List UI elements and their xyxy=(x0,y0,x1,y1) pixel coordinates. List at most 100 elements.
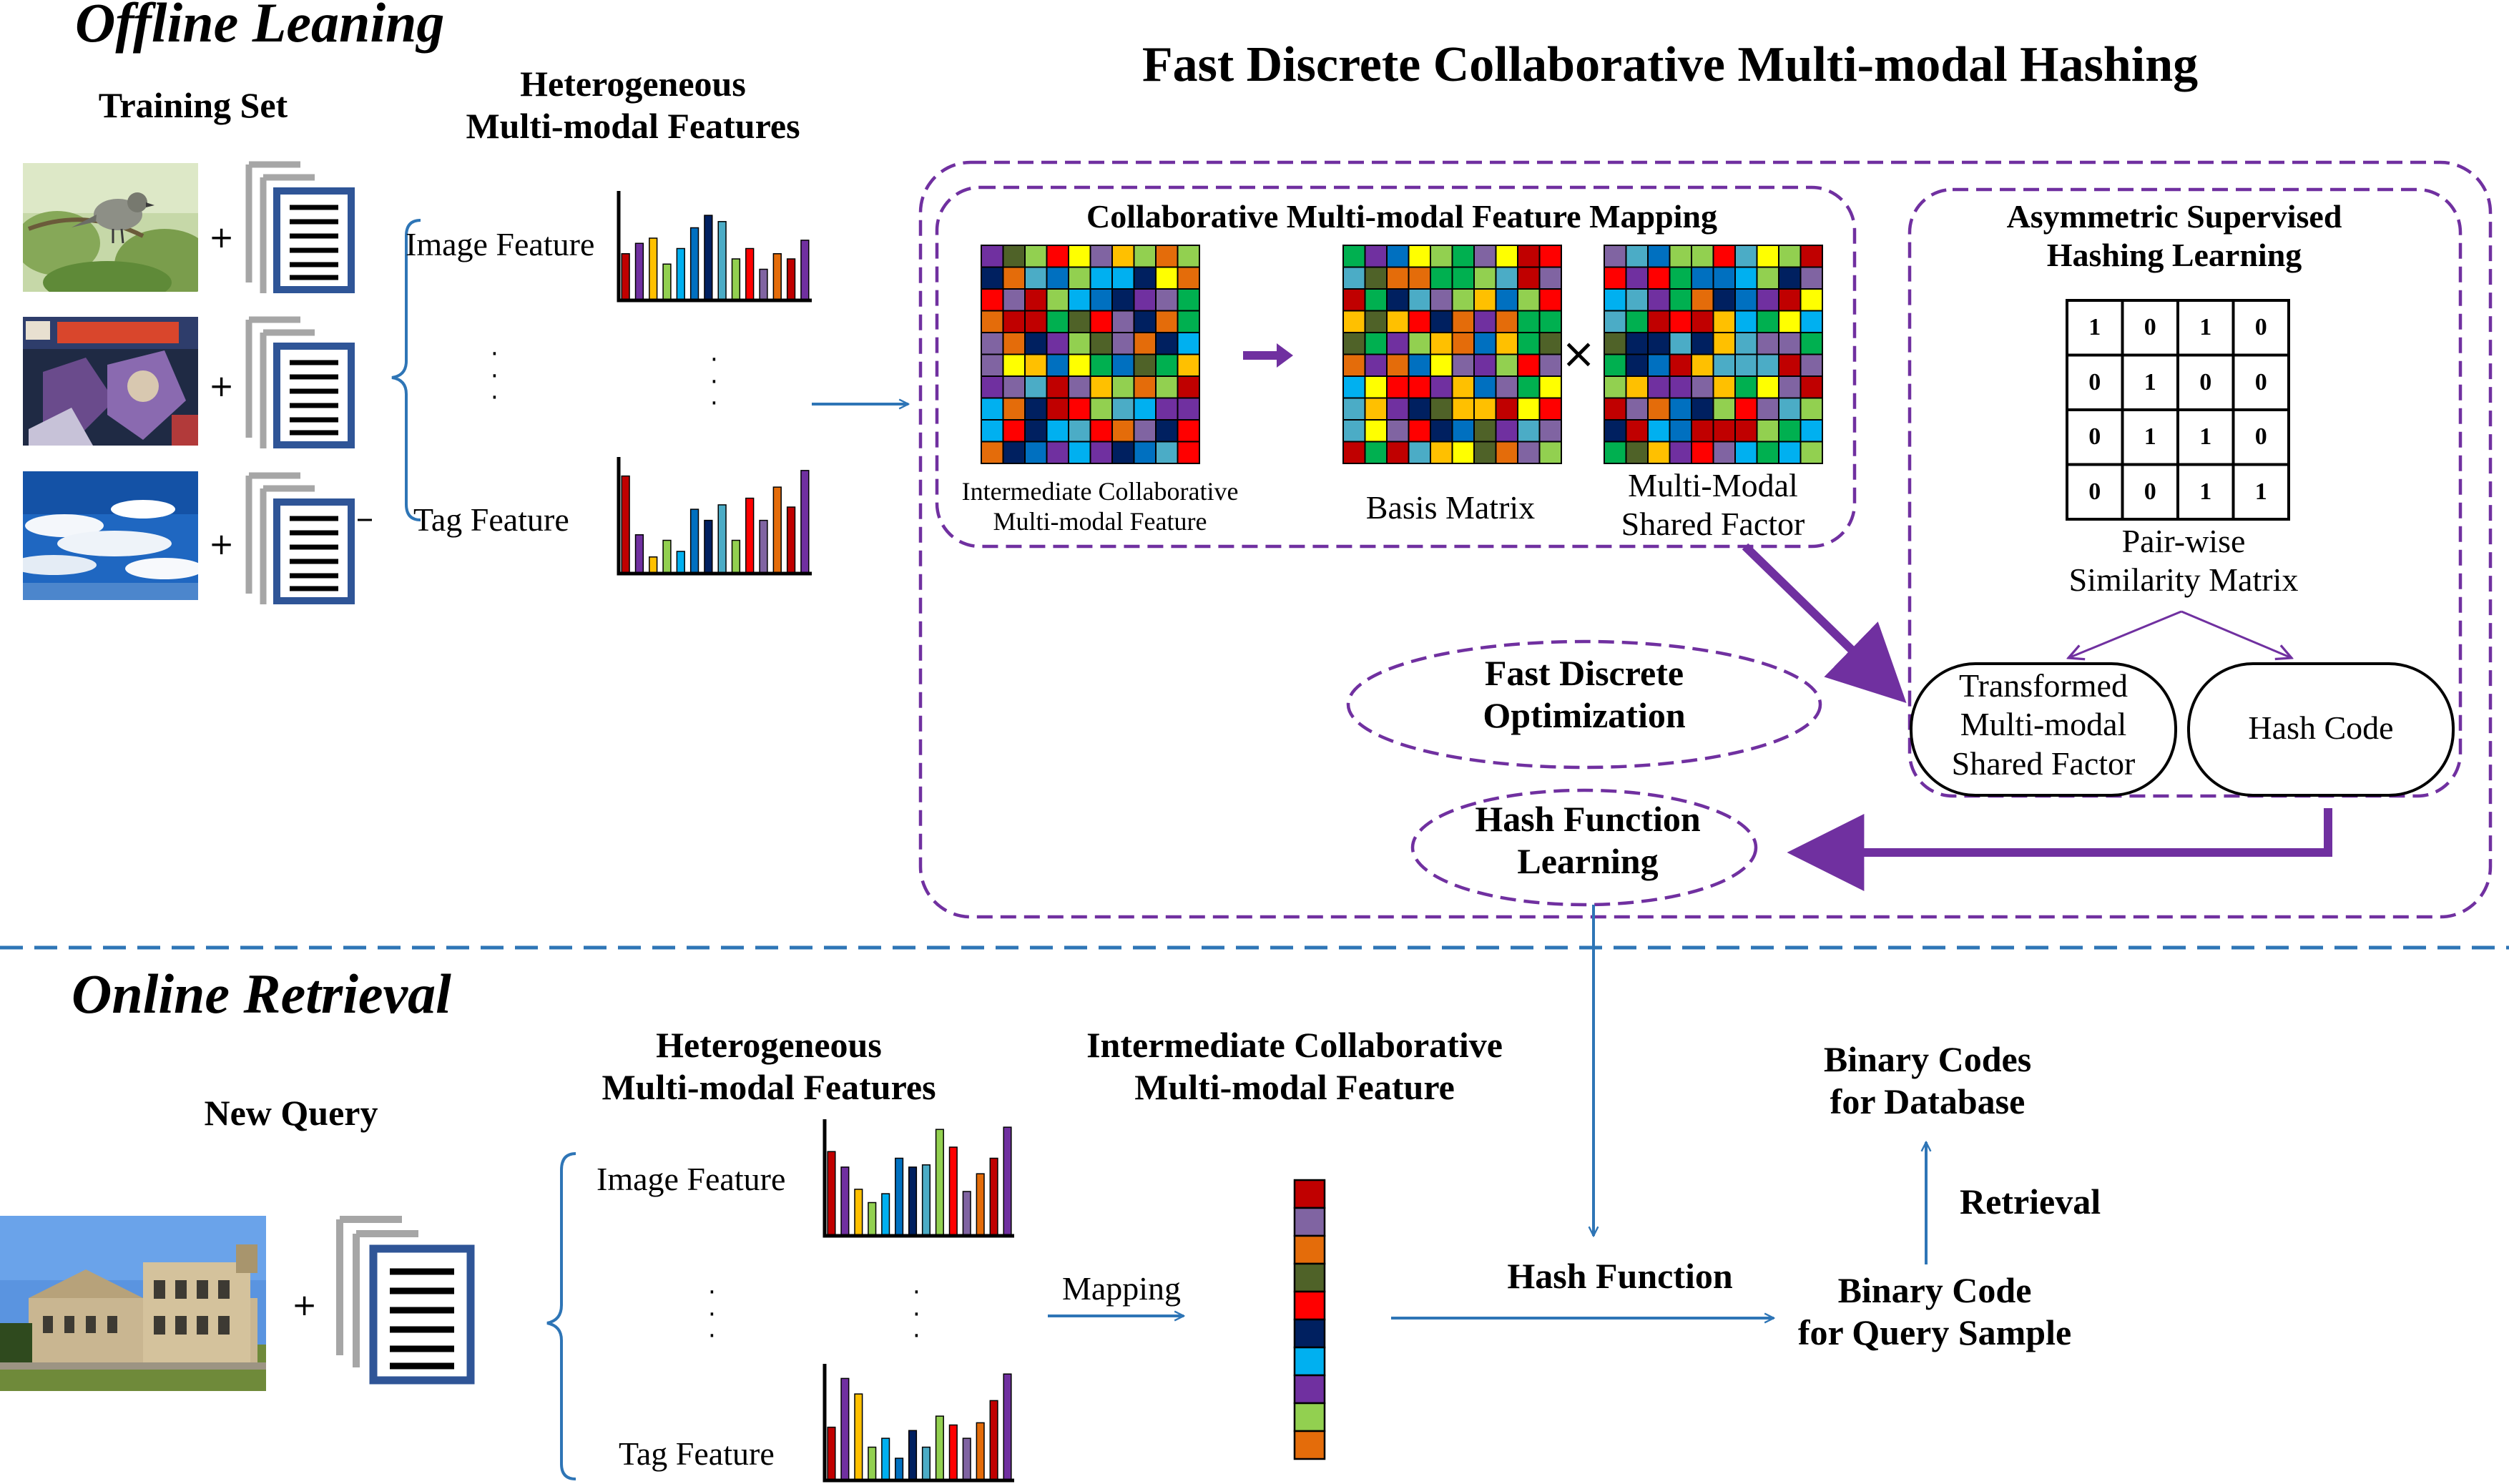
intermediate-feature-label: Intermediate Collaborative Multi-modal F… xyxy=(961,477,1239,536)
vector-cell xyxy=(1293,1430,1326,1460)
similarity-value: 0 xyxy=(2144,314,2156,340)
feature-bar xyxy=(731,539,741,574)
matrix-cell xyxy=(1408,419,1431,443)
matrix-cell xyxy=(1712,375,1736,399)
matrix-cell xyxy=(1089,397,1113,421)
matrix-cell xyxy=(1342,310,1366,333)
matrix-cell xyxy=(981,441,1004,464)
matrix-cell xyxy=(1625,245,1649,268)
matrix-cell xyxy=(1712,441,1736,464)
matrix-cell xyxy=(1538,353,1562,377)
similarity-value: 1 xyxy=(2254,478,2267,505)
matrix-cell xyxy=(1778,441,1802,464)
matrix-cell xyxy=(1024,353,1048,377)
feature-bar xyxy=(662,263,672,301)
matrix-cell xyxy=(1734,310,1758,333)
hash-function-learning-ellipse xyxy=(1410,788,1758,907)
matrix-cell xyxy=(1342,375,1366,399)
matrix-cell xyxy=(1177,332,1200,355)
matrix-cell xyxy=(1068,310,1091,333)
matrix-cell xyxy=(1647,375,1671,399)
matrix-cell xyxy=(1538,310,1562,333)
matrix-cell xyxy=(1133,353,1157,377)
text-document-icon xyxy=(336,1216,475,1385)
matrix-cell xyxy=(981,332,1004,355)
matrix-cell xyxy=(1002,310,1026,333)
feature-bar xyxy=(621,475,630,574)
matrix-cell xyxy=(1756,353,1779,377)
matrix-cell xyxy=(1756,266,1779,290)
chart-axis xyxy=(823,1364,1014,1483)
matrix-cell xyxy=(1625,266,1649,290)
matrix-cell xyxy=(1625,288,1649,312)
matrix-cell xyxy=(1691,375,1714,399)
similarity-value: 0 xyxy=(2144,478,2156,505)
new-query-label: New Query xyxy=(204,1093,378,1133)
feature-bar xyxy=(935,1129,944,1237)
matrix-cell xyxy=(1625,441,1649,464)
matrix-cell xyxy=(1342,332,1366,355)
matrix-cell xyxy=(1089,310,1113,333)
vector-cell xyxy=(1293,1346,1326,1377)
matrix-cell xyxy=(1517,310,1541,333)
matrix-cell xyxy=(1756,245,1779,268)
matrix-cell xyxy=(1647,245,1671,268)
matrix-cell xyxy=(1473,375,1497,399)
matrix-cell xyxy=(981,353,1004,377)
matrix-cell xyxy=(1647,441,1671,464)
matrix-cell xyxy=(1364,266,1388,290)
matrix-cell xyxy=(1002,419,1026,443)
matrix-cell xyxy=(1517,332,1541,355)
matrix-cell xyxy=(1024,332,1048,355)
chart-axis xyxy=(617,457,812,576)
matrix-cell xyxy=(1517,375,1541,399)
feature-bar xyxy=(704,215,713,301)
feature-bar xyxy=(634,534,644,574)
matrix-cell xyxy=(1604,245,1627,268)
feature-bar xyxy=(649,237,658,301)
matrix-cell xyxy=(1386,245,1410,268)
matrix-cell xyxy=(1473,332,1497,355)
matrix-cell xyxy=(1473,245,1497,268)
feature-bar xyxy=(840,1377,850,1481)
online-section-label: Online Retrieval xyxy=(72,963,451,1025)
matrix-cell xyxy=(1778,375,1802,399)
similarity-value: 0 xyxy=(2254,368,2267,395)
matrix-cell xyxy=(1778,353,1802,377)
training-set-label: Training Set xyxy=(98,85,288,125)
matrix-cell xyxy=(1517,266,1541,290)
matrix-cell xyxy=(1430,419,1453,443)
matrix-cell xyxy=(1430,310,1453,333)
matrix-cell xyxy=(981,310,1004,333)
matrix-cell xyxy=(1691,419,1714,443)
feature-bar xyxy=(800,240,810,301)
matrix-cell xyxy=(1133,266,1157,290)
matrix-cell xyxy=(1691,266,1714,290)
matrix-cell xyxy=(1799,397,1823,421)
matrix-cell xyxy=(1604,332,1627,355)
matrix-cell xyxy=(1538,288,1562,312)
tag-feature-bar-chart xyxy=(617,457,812,576)
matrix-cell xyxy=(981,245,1004,268)
feature-bar xyxy=(1003,1373,1012,1481)
matrix-cell xyxy=(981,397,1004,421)
multiply-sign: × xyxy=(1561,329,1596,378)
feature-bar xyxy=(854,1189,863,1237)
matrix-cell xyxy=(981,419,1004,443)
matrix-cell xyxy=(1734,353,1758,377)
hash-code-box xyxy=(2187,662,2455,797)
matrix-cell xyxy=(1177,441,1200,464)
binary-codes-database-label: Binary Codes for Database xyxy=(1823,1039,2032,1121)
matrix-cell xyxy=(1177,375,1200,399)
matrix-cell xyxy=(1647,288,1671,312)
fdcmh-container xyxy=(918,160,2493,919)
matrix-cell xyxy=(1495,375,1518,399)
matrix-cell xyxy=(1712,397,1736,421)
matrix-cell xyxy=(1111,397,1135,421)
feature-bar xyxy=(800,470,810,574)
feature-bar xyxy=(649,556,658,574)
matrix-cell xyxy=(1647,266,1671,290)
matrix-cell xyxy=(1538,245,1562,268)
matrix-cell xyxy=(1068,419,1091,443)
matrix-cell xyxy=(1133,332,1157,355)
